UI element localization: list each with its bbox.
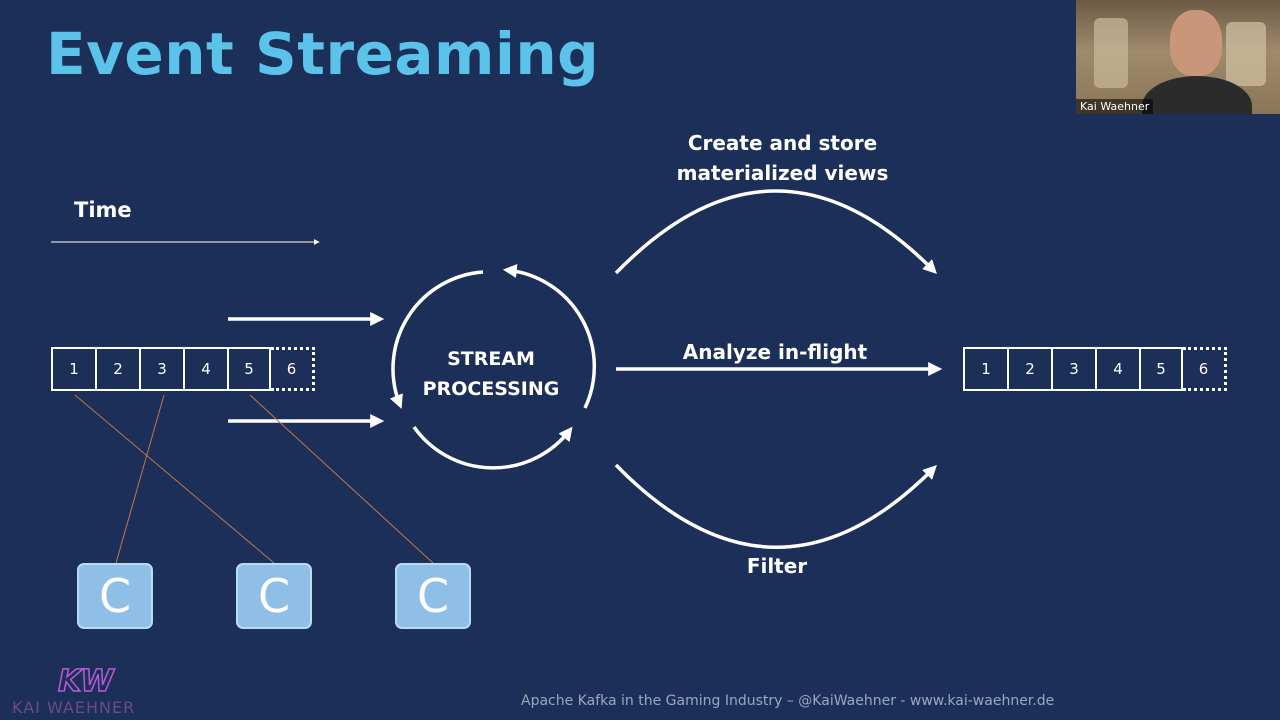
- circular-arrows-icon: [389, 264, 597, 470]
- stream-cell: 1: [51, 347, 95, 391]
- curved-arrow-icon-top: [614, 189, 937, 275]
- result-stream: 1 2 3 4 5 6: [963, 347, 1227, 391]
- time-label: Time: [74, 198, 132, 222]
- stream-cell: 5: [1139, 347, 1183, 391]
- consumer-box: C: [236, 563, 312, 629]
- consumer-box: C: [395, 563, 471, 629]
- stream-cell-next: 6: [271, 347, 315, 391]
- filter-label: Filter: [746, 554, 808, 578]
- source-stream: 1 2 3 4 5 6: [51, 347, 315, 391]
- logo-mark: KW: [57, 663, 114, 700]
- stream-cell: 1: [963, 347, 1007, 391]
- stream-cell: 3: [139, 347, 183, 391]
- stream-cell: 2: [1007, 347, 1051, 391]
- presenter-face: [1170, 10, 1222, 76]
- consumer-box: C: [77, 563, 153, 629]
- logo-brand-text: KAI WAEHNER: [12, 698, 136, 717]
- slide-footer: Apache Kafka in the Gaming Industry – @K…: [521, 693, 1055, 709]
- slide-title: Event Streaming: [46, 20, 600, 88]
- webcam-name-label: Kai Waehner: [1076, 99, 1154, 114]
- materialized-views-label: Create and store materialized views: [676, 131, 889, 185]
- brand-logo: KW KAI WAEHNER: [10, 663, 160, 718]
- analyze-label: Analyze in-flight: [682, 340, 868, 364]
- stream-cell-next: 6: [1183, 347, 1227, 391]
- stream-cell: 4: [1095, 347, 1139, 391]
- consumer-connectors: [74, 394, 434, 564]
- stream-processing-label: STREAM PROCESSING: [422, 348, 560, 400]
- curved-arrow-icon-bottom: [614, 463, 937, 549]
- stream-cell: 2: [95, 347, 139, 391]
- stream-cell: 4: [183, 347, 227, 391]
- stream-cell: 3: [1051, 347, 1095, 391]
- stream-cell: 5: [227, 347, 271, 391]
- webcam-video[interactable]: Kai Waehner: [1076, 0, 1280, 114]
